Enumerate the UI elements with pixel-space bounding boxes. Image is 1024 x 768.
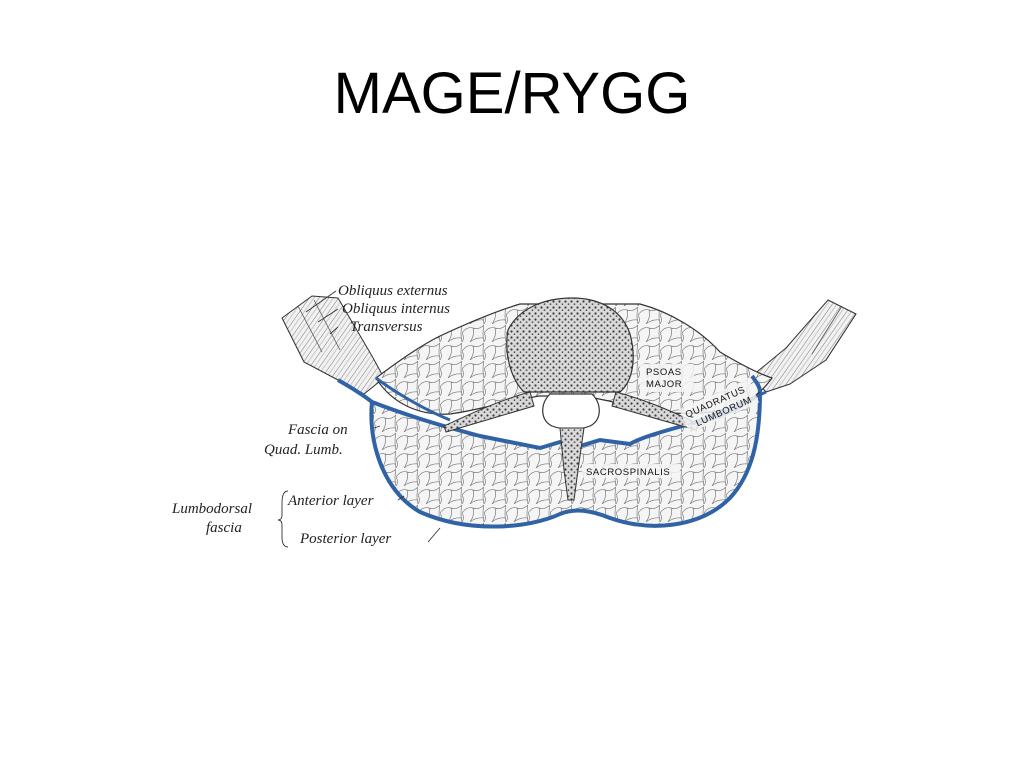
label-quad-lumb: Quad. Lumb.: [264, 442, 343, 458]
leader-lines: [277, 290, 441, 548]
spinous-process: [559, 427, 585, 501]
label-sacrospinalis: SACROSPINALIS: [586, 467, 670, 478]
label-fascia: fascia: [206, 520, 242, 536]
label-obliquus-externus: Obliquus externus: [338, 283, 448, 299]
vertebral-body: [506, 297, 634, 393]
slide-title: MAGE/RYGG: [333, 61, 691, 126]
label-transversus: Transversus: [350, 319, 423, 335]
label-fascia-on: Fascia on: [287, 422, 348, 438]
label-major: MAJOR: [646, 379, 682, 390]
label-lumbodorsal: Lumbodorsal: [171, 501, 252, 517]
label-psoas: PSOAS: [646, 367, 682, 378]
right-abdominal-wall: [751, 299, 857, 393]
label-posterior-layer: Posterior layer: [299, 531, 391, 547]
label-anterior-layer: Anterior layer: [287, 493, 374, 509]
label-obliquus-internus: Obliquus internus: [342, 301, 450, 317]
spinal-canal: [542, 393, 600, 430]
left-transverse-process: [443, 391, 535, 433]
